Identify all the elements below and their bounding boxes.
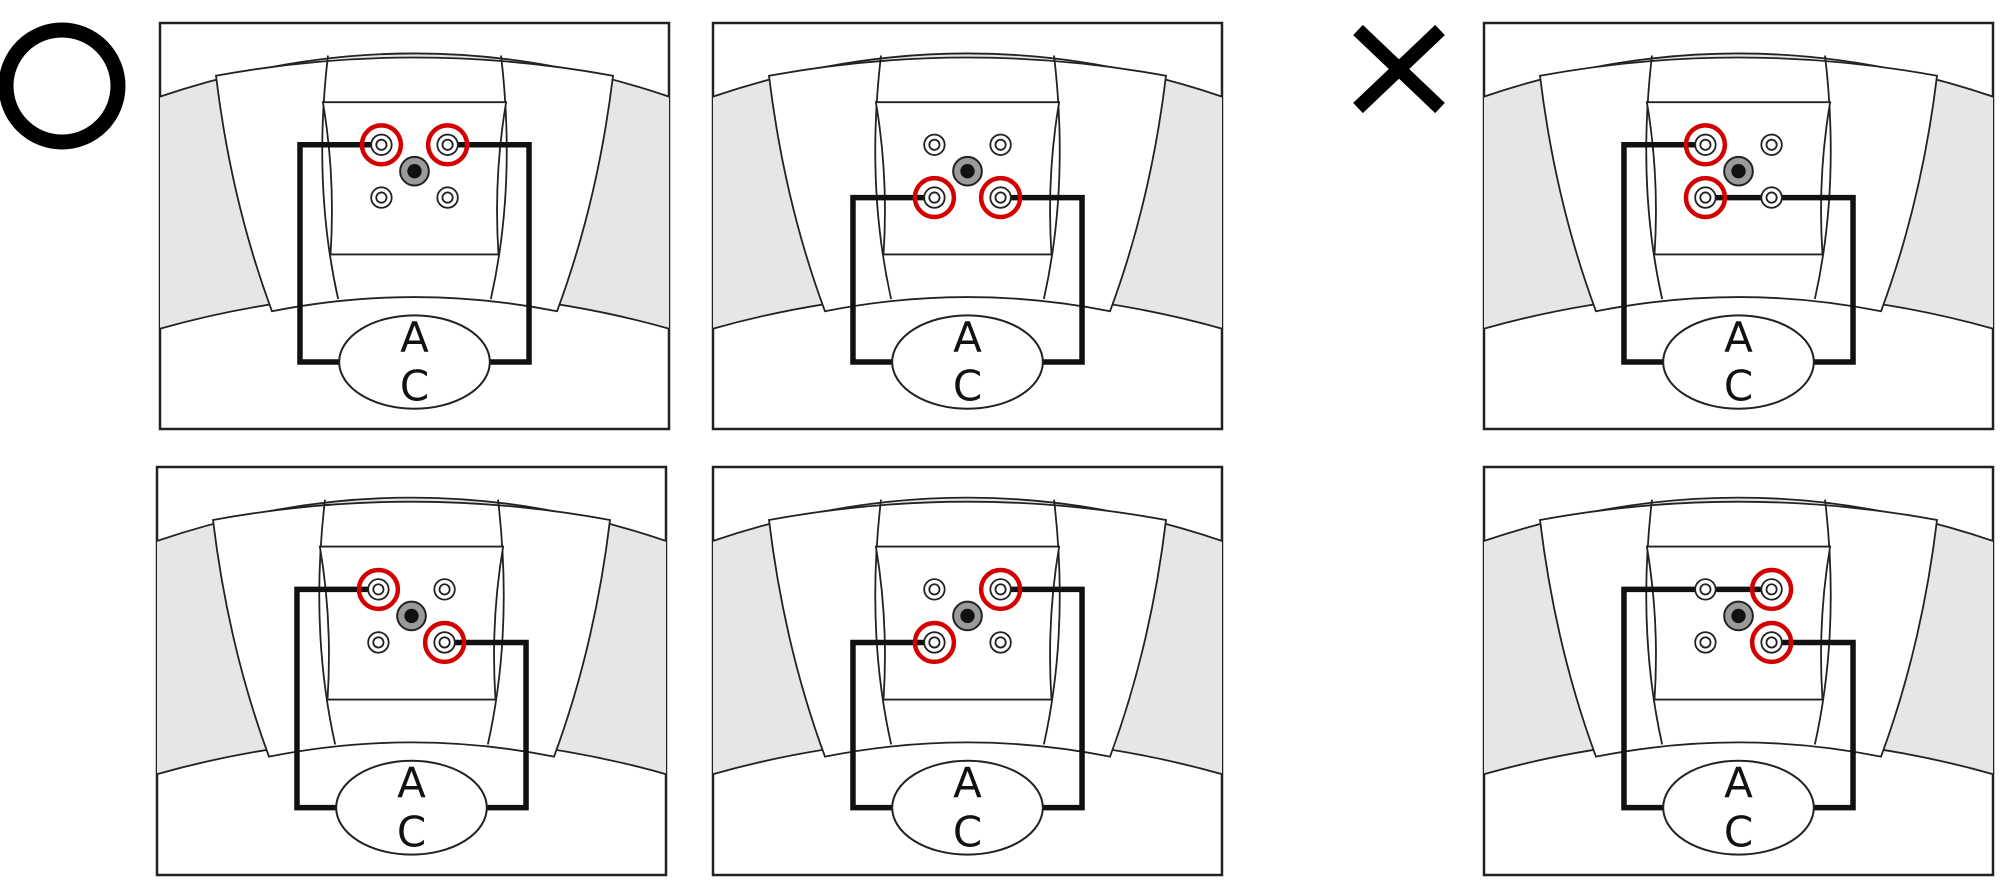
meter-label-top: A bbox=[397, 758, 426, 807]
center-screw bbox=[399, 155, 430, 187]
selected-terminal-ring bbox=[978, 567, 1023, 612]
meter-label-bottom: C bbox=[953, 807, 982, 856]
ammeter: AC bbox=[1662, 758, 1815, 856]
ammeter: AC bbox=[335, 758, 488, 856]
panel-correct-2: AC bbox=[711, 21, 1224, 431]
meter-label-bottom: C bbox=[953, 362, 982, 411]
terminal-screw bbox=[1694, 578, 1717, 601]
selected-terminal-ring bbox=[912, 175, 957, 220]
probe-wire bbox=[294, 586, 382, 811]
terminal-screw bbox=[923, 133, 946, 156]
selected-terminal-ring bbox=[422, 620, 467, 665]
meter-label-bottom: C bbox=[397, 807, 426, 856]
meter-label-top: A bbox=[1724, 313, 1753, 362]
terminal-screw bbox=[1749, 620, 1794, 665]
cross-incorrect-icon bbox=[1353, 24, 1445, 114]
ammeter: AC bbox=[338, 313, 491, 411]
meter-label-top: A bbox=[1724, 758, 1753, 807]
probe-wire bbox=[441, 639, 529, 811]
terminal-screw bbox=[433, 578, 456, 601]
terminal-screw bbox=[367, 631, 390, 654]
selected-terminal-ring bbox=[978, 175, 1023, 220]
meter-label-top: A bbox=[400, 313, 429, 362]
panel-correct-4: AC bbox=[711, 465, 1224, 877]
selected-terminal-ring bbox=[1749, 620, 1794, 665]
selected-terminal-ring bbox=[356, 567, 401, 612]
marks-layer bbox=[0, 22, 1445, 150]
panel-correct-1: AC bbox=[158, 21, 671, 431]
terminal-screw bbox=[1694, 631, 1717, 654]
terminal-screw bbox=[1749, 567, 1794, 612]
selected-terminal-ring bbox=[425, 123, 470, 167]
terminal-screw bbox=[923, 578, 946, 601]
terminal-screw bbox=[1760, 133, 1783, 156]
panel-incorrect-2: AC bbox=[1482, 465, 1995, 877]
ammeter: AC bbox=[1662, 313, 1815, 411]
meter-label-bottom: C bbox=[1724, 362, 1753, 411]
probe-wire bbox=[297, 142, 385, 365]
panel-incorrect-1: AC bbox=[1482, 21, 1995, 431]
meter-label-bottom: C bbox=[400, 362, 429, 411]
selected-terminal-ring bbox=[1683, 175, 1728, 220]
center-screw bbox=[1723, 155, 1754, 187]
probe-wire bbox=[850, 194, 938, 365]
meter-label-bottom: C bbox=[1724, 807, 1753, 856]
terminal-screw bbox=[989, 631, 1012, 654]
terminal-screw bbox=[989, 133, 1012, 156]
terminal-screw bbox=[359, 123, 404, 167]
ammeter: AC bbox=[891, 313, 1044, 411]
terminal-screw bbox=[1683, 123, 1728, 167]
center-screw bbox=[952, 600, 983, 632]
selected-terminal-ring bbox=[912, 620, 957, 665]
terminal-screw bbox=[422, 620, 467, 665]
terminal-screw bbox=[978, 567, 1023, 612]
probe-wire bbox=[1621, 142, 1709, 365]
probe-wire bbox=[850, 639, 938, 811]
panel-correct-3: AC bbox=[155, 465, 668, 877]
selected-terminal-ring bbox=[1683, 123, 1728, 167]
meter-label-top: A bbox=[953, 313, 982, 362]
terminal-screw bbox=[356, 567, 401, 612]
probe-wire bbox=[1768, 639, 1856, 811]
terminal-screw bbox=[912, 620, 957, 665]
terminal-screw bbox=[425, 123, 470, 167]
probe-wire bbox=[444, 142, 532, 365]
terminal-screw bbox=[912, 175, 957, 220]
meter-label-top: A bbox=[953, 758, 982, 807]
terminal-screw bbox=[370, 186, 393, 209]
selected-terminal-ring bbox=[359, 123, 404, 167]
ammeter: AC bbox=[891, 758, 1044, 856]
center-screw bbox=[396, 600, 427, 632]
terminal-screw bbox=[436, 186, 459, 209]
center-screw bbox=[1723, 600, 1754, 632]
probe-wire bbox=[997, 586, 1085, 811]
terminal-screw bbox=[1683, 175, 1728, 220]
selected-terminal-ring bbox=[1749, 567, 1794, 612]
terminal-screw bbox=[978, 175, 1023, 220]
circle-correct-icon bbox=[0, 22, 126, 150]
probe-wire bbox=[997, 194, 1085, 365]
center-screw bbox=[952, 155, 983, 187]
terminal-screw bbox=[1760, 186, 1783, 209]
